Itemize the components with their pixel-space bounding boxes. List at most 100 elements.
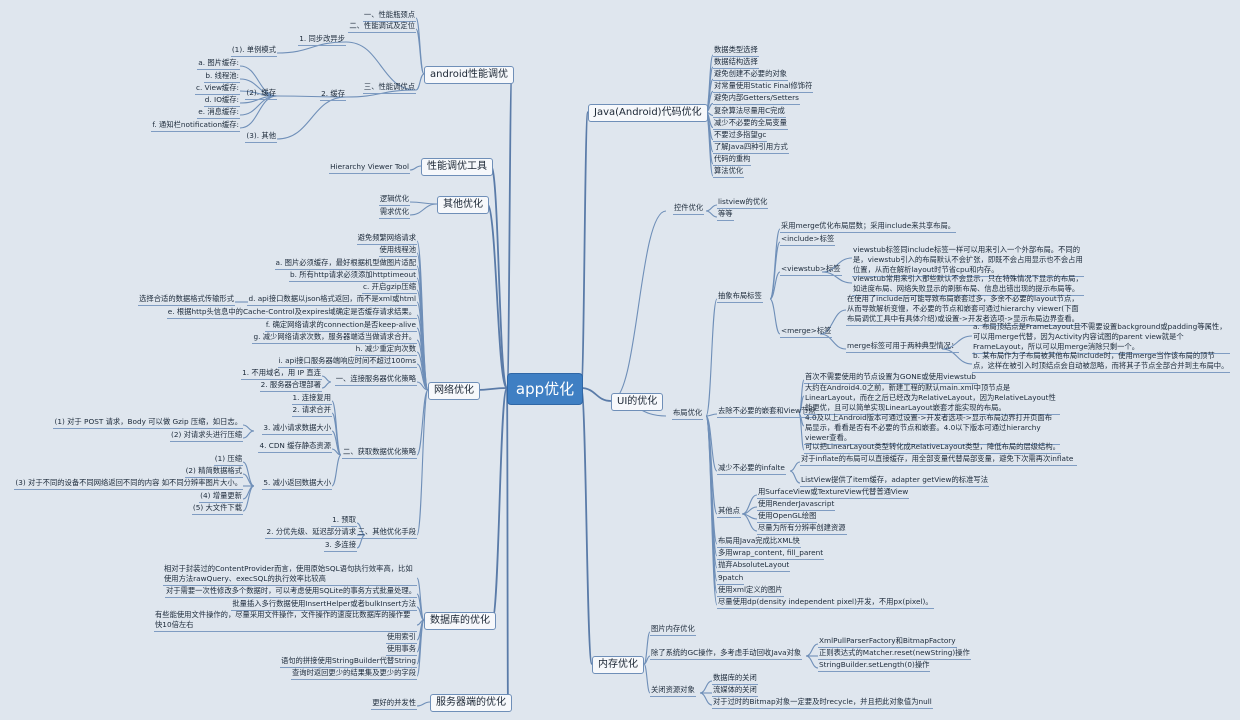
net-reduce-request[interactable]: 3. 减小请求数据大小 [262,423,332,435]
ui-dp[interactable]: 尽量使用dp(density independent pixel)开发，不用px… [717,597,934,609]
ui-merge-desc[interactable]: 在使用了include后可能导致布局嵌套过多，多余不必要的layout节点，从而… [846,294,1082,326]
cache-io[interactable]: d. IO缓存: [203,95,240,107]
net-threadpool[interactable]: 使用线程池 [378,245,417,257]
ui-viewstub-desc1[interactable]: viewstub标签同include标签一样可以用来引入一个外部布局。不同的是，… [852,245,1084,277]
net-prefetch[interactable]: 1. 预取 [331,515,357,527]
net-redirect[interactable]: h. 减少重定向次数 [354,344,417,356]
android-cache-sub[interactable]: (2). 缓存 [245,88,277,100]
net-keep-alive[interactable]: f. 确定网络请求的connection是否keep-alive [264,320,417,332]
net-reduce-response[interactable]: 5. 减小返回数据大小 [262,478,332,490]
branch-database[interactable]: 数据库的优化 [424,612,496,630]
android-other[interactable]: (3). 其他 [245,131,277,143]
mem-bitmap-recycle[interactable]: 对于过时的Bitmap对象一定要及时recycle，并且把此对象值为null [712,697,933,709]
net-other-means[interactable]: 三、其他优化手段 [356,527,417,539]
java-item[interactable]: 数据类型选择 [713,45,759,57]
ui-remove-nesting[interactable]: 去除不必要的嵌套和View节点 [717,406,817,418]
java-item[interactable]: 代码的重构 [713,154,752,166]
cache-threadpool[interactable]: b. 线程池: [204,71,240,83]
ui-viewstub-desc2[interactable]: viewstub常用来引入那些默认不会显示，只在特殊情况下显示的布局，如进度布局… [852,274,1084,296]
net-reuse[interactable]: 1. 连接复用 [291,393,332,405]
net-cdn[interactable]: 4. CDN 缓存静态资源 [258,441,332,453]
java-item[interactable]: 不要过多指望gc [713,130,768,142]
ui-merge-case-a[interactable]: a. 布局顶结点是FrameLayout且不需要设置background或pad… [972,322,1230,354]
ui-absolute-layout[interactable]: 抛弃AbsoluteLayout [717,560,791,572]
ui-include-tag[interactable]: <include>标签 [780,234,836,246]
android-sync-to-async[interactable]: 1. 同步改异步 [298,34,346,46]
net-gzip[interactable]: c. 开启gzip压缩 [362,282,417,294]
net-json-format[interactable]: d. api接口数据以json格式返回，而不是xml或html [247,294,417,306]
mem-manual-gc[interactable]: 除了系统的GC操作，多考虑手动回收Java对象 [650,648,803,660]
db-stringbuilder[interactable]: 语句的拼接使用StringBuilder代替String [279,656,417,668]
net-device-content[interactable]: (3) 对于不同的设备不同网络返回不同的内容 如不同分辨率图片大小。 [14,478,243,490]
java-item[interactable]: 避免内部Getters/Setters [713,93,800,106]
net-header-compress[interactable]: (2) 对请求头进行压缩 [169,430,243,442]
net-http-timeout[interactable]: b. 所有http请求必须添加httptimeout [288,270,417,282]
android-debug[interactable]: 二、性能调试及定位 [348,21,416,33]
cache-image[interactable]: a. 图片缓存: [197,58,240,70]
branch-other-optimization[interactable]: 其他优化 [437,196,489,214]
db-raw-sql[interactable]: 相对于封装过的ContentProvider而言，使用原始SQL语句执行效率高，… [163,564,417,586]
ui-surfaceview[interactable]: 用SurfaceView或TextureView代替普通View [757,487,910,499]
ui-listview-cache[interactable]: ListView提供了item缓存，adapter getView的标准写法 [800,475,989,487]
db-file-ops[interactable]: 有些能使用文件操作的，尽量采用文件操作，文件操作的速度比数据库的操作要快10倍左… [154,610,417,632]
net-connect-strategy[interactable]: 一、连接服务器优化策略 [334,374,417,386]
ui-resolution-resources[interactable]: 尽量为所有分辨率创建资源 [757,523,847,535]
ui-merge-case-b[interactable]: b. 某布局作为子布局被其他布局include时，使用merge当作该布局的顶节… [972,351,1230,373]
mem-setlength[interactable]: StringBuilder.setLength(0)操作 [818,660,931,672]
android-singleton[interactable]: (1). 单例模式 [230,45,277,57]
cache-view[interactable]: c. View缓存: [194,83,240,95]
cache-message[interactable]: e. 消息缓存: [197,107,240,119]
branch-performance-tools[interactable]: 性能调优工具 [421,158,493,176]
net-ip-direct[interactable]: 1. 不用域名，用 IP 直连 [241,368,322,380]
ui-viewstub-tag[interactable]: <viewstub>标签 [780,264,842,276]
java-item[interactable]: 数据结构选择 [713,57,759,70]
ui-opengl[interactable]: 使用OpenGL绘图 [757,511,818,523]
java-item[interactable]: 对常量使用Static Final修饰符 [713,81,814,94]
ui-renderscript[interactable]: 使用RenderJavascript [757,499,836,511]
branch-android-performance[interactable]: android性能调优 [424,66,514,84]
ui-etc[interactable]: 等等 [717,209,734,221]
db-index[interactable]: 使用索引 [385,632,417,644]
ui-merge-tag[interactable]: <merge>标签 [780,326,833,338]
ui-9patch[interactable]: 9patch [717,573,745,585]
ui-other-points[interactable]: 其他点 [717,506,741,518]
net-merge[interactable]: 2. 请求合并 [291,405,332,417]
ui-linear-to-relative[interactable]: 可以把LinearLayout类型转化成RelativeLayout类型，降低布… [804,442,1061,454]
other-logic[interactable]: 逻辑优化 [378,194,410,206]
net-post-gzip[interactable]: (1) 对于 POST 请求，Body 可以做 Gzip 压缩，如日志。 [53,417,243,429]
ui-wrap-content[interactable]: 多用wrap_content, fill_parent [717,548,825,560]
java-item[interactable]: 复杂算法尽量用C完成 [713,106,786,118]
net-format-choice[interactable]: 选择合适的数据格式传输形式 [138,294,235,306]
ui-listview[interactable]: listview的优化 [717,197,769,209]
android-cache[interactable]: 2. 缓存 [320,89,346,101]
ui-merge-cases[interactable]: merge标签可用于两种典型情况： [846,341,960,353]
ui-layout-opt[interactable]: 布局优化 [672,408,704,420]
ui-abstract-tags[interactable]: 抽象布局标签 [717,291,763,303]
db-transaction-batch[interactable]: 对于需要一次性修改多个数据时，可以考虑使用SQLite的事务方式批量处理。 [164,586,417,598]
tool-hierarchy-viewer[interactable]: Hierarchy Viewer Tool [329,162,410,174]
ui-merge-include[interactable]: 采用merge优化布局层数；采用include来共享布局。 [780,221,957,233]
net-compress[interactable]: (1) 压缩 [213,454,243,466]
android-tuning-points[interactable]: 三、性能调优点 [362,82,416,94]
other-requirement[interactable]: 需求优化 [378,207,410,219]
ui-layout-bounds[interactable]: 4.0及以上Android版本可通过设置->开发者选项->显示布局边界打开页面布… [804,413,1060,445]
java-item[interactable]: 避免创建不必要的对象 [713,69,788,82]
ui-relativelayout[interactable]: 大约在Android4.0之前，新建工程的默认main.xml中顶节点是Line… [804,383,1060,415]
mem-xmlpull-bitmap[interactable]: XmlPullParserFactory和BitmapFactory [818,636,957,648]
db-bulk-insert[interactable]: 批量插入多行数据使用InsertHelper或者bulkInsert方法 [231,599,417,611]
net-avoid-frequent[interactable]: 避免频繁网络请求 [356,233,417,245]
net-image-cache[interactable]: a. 图片必须缓存，最好根据机型做图片适配 [274,258,417,270]
ui-control-opt[interactable]: 控件优化 [673,203,705,215]
net-simplify[interactable]: (2) 精简数据格式 [184,466,243,478]
server-concurrency[interactable]: 更好的并发性 [371,698,417,710]
ui-java-layout[interactable]: 布局用Java完成比XML快 [717,536,801,548]
mem-close-db[interactable]: 数据库的关闭 [712,673,758,685]
net-response-time[interactable]: i. api接口服务器端响应时间不超过100ms [277,356,417,368]
net-fetch-strategy[interactable]: 二、获取数据优化策略 [342,447,417,459]
net-request-merge[interactable]: g. 减少网络请求次数，服务器端适当做请求合并。 [252,332,417,344]
net-cache-control[interactable]: e. 根据http头信息中的Cache-Control及expires域确定是否… [166,307,417,319]
net-multi-connect[interactable]: 3. 多连接 [323,540,357,552]
db-fewer-results[interactable]: 查询时返回更少的结果集及更少的字段 [290,668,417,680]
branch-server[interactable]: 服务器端的优化 [430,694,512,712]
mem-matcher-reset[interactable]: 正则表达式的Matcher.reset(newString)操作 [818,648,971,660]
